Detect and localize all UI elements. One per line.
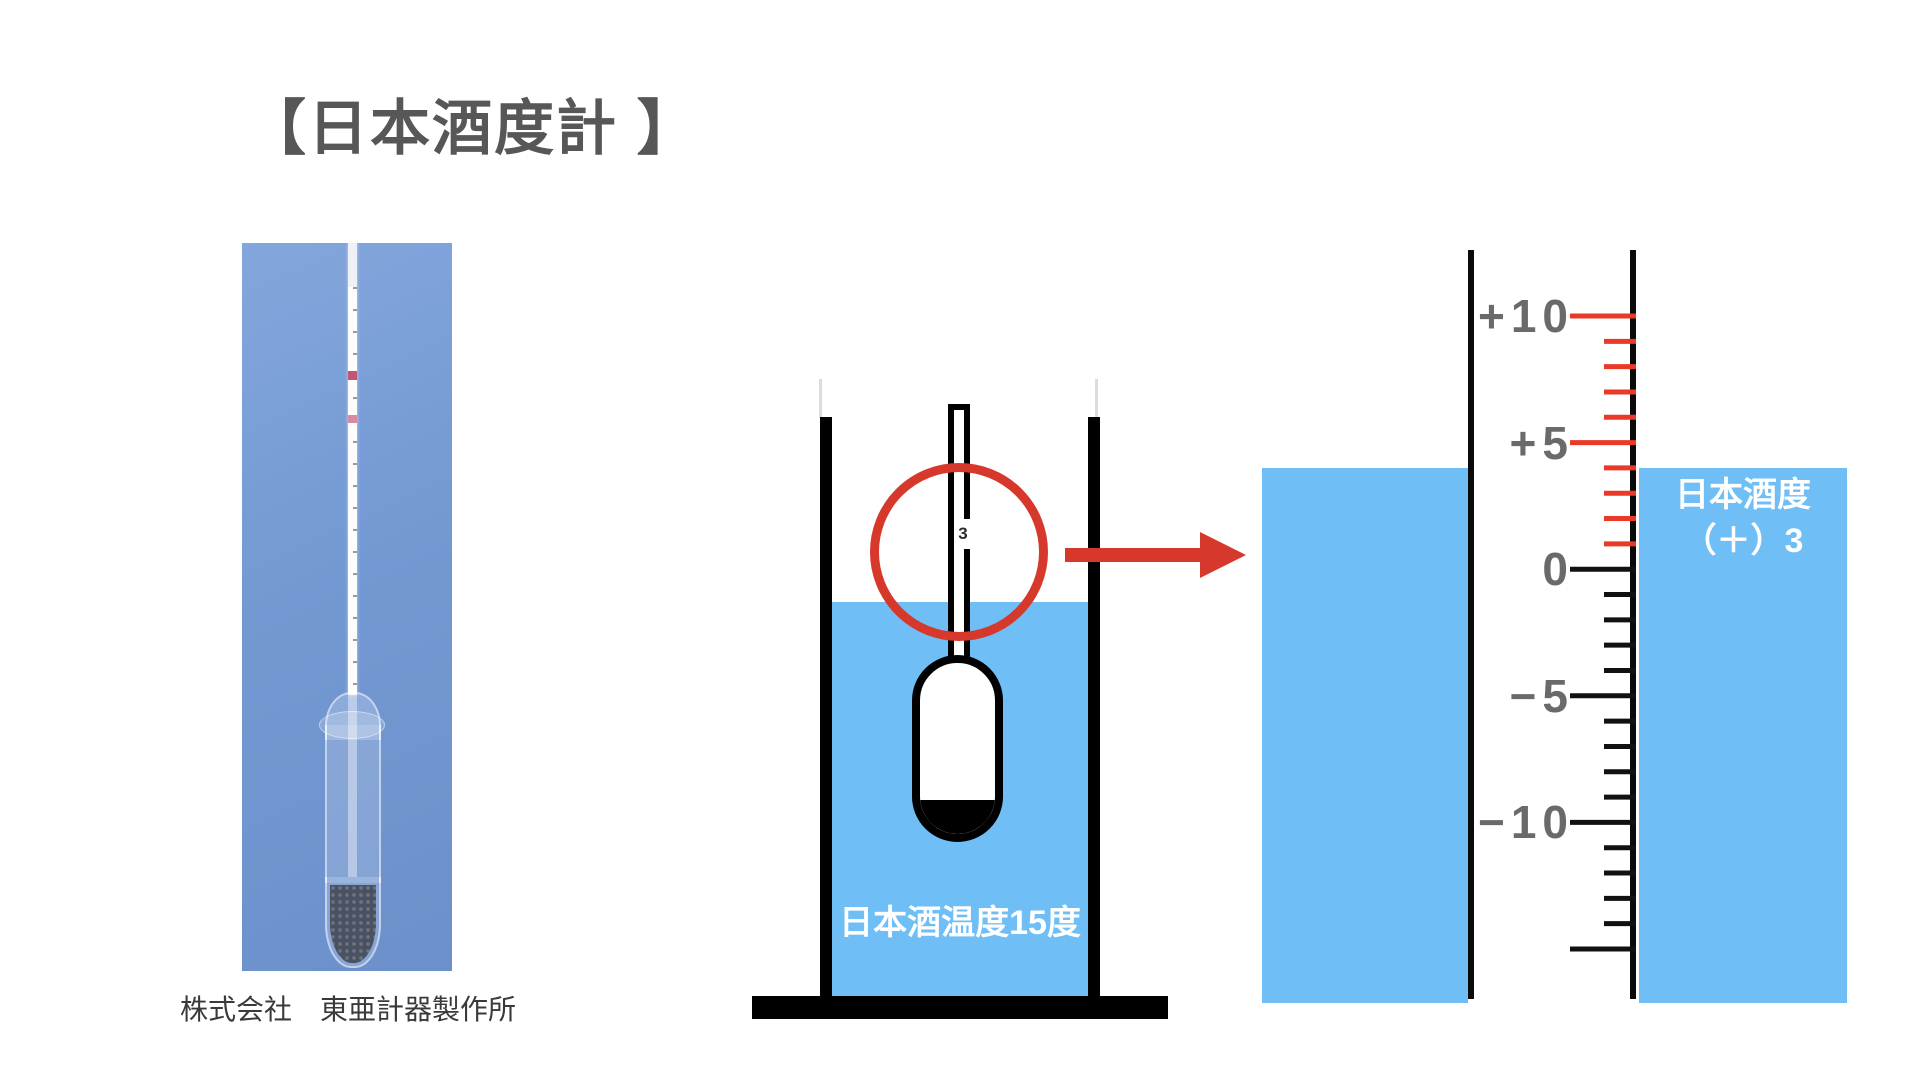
photo-caption: 株式会社 東亜計器製作所: [179, 994, 516, 1025]
hydrometer-bulb-ring: [319, 711, 385, 739]
diagram-hydrometer-bulb: [912, 655, 1003, 842]
magnified-liquid-right: [1639, 468, 1847, 1003]
magnified-liquid-left: [1262, 468, 1468, 1003]
beaker-rim-left: [819, 379, 822, 418]
hydrometer-shot-pellets: [330, 885, 376, 963]
page-title: 【日本酒度計 】: [246, 95, 699, 162]
scale-numbers: +10 +5 0 −5 −10: [1420, 240, 1578, 1020]
reading-label-line1: 日本酒度: [1675, 476, 1811, 514]
hydrometer-scale-ticks: [353, 287, 357, 693]
scale-ticks: [1570, 313, 1636, 952]
magnified-stem-right-edge: [1630, 250, 1636, 999]
beaker-base: [752, 996, 1168, 1019]
scale-number: −10: [1477, 796, 1574, 849]
magnifier-circle: [870, 463, 1048, 641]
scale-number: −5: [1509, 669, 1574, 722]
magnified-stem-left-edge: [1468, 250, 1474, 999]
zoom-arrow-head: [1200, 532, 1246, 578]
hydrometer-stem: [348, 243, 357, 695]
scale-number: +5: [1509, 416, 1574, 469]
hydrometer-photo: [242, 243, 452, 971]
scale-number: 0: [1542, 543, 1574, 596]
reading-label-line2: （＋）3: [1682, 522, 1804, 560]
scale-number: +10: [1477, 290, 1574, 342]
beaker-wall-left: [820, 417, 832, 996]
sake-meter-reading-label: 日本酒度 （＋）3: [1639, 472, 1847, 564]
hydrometer-scale-paper: [348, 287, 357, 693]
zoom-arrow-shaft: [1065, 548, 1205, 562]
hydrometer-bulb-body: [325, 725, 381, 883]
beaker-temperature-label: 日本酒温度15度: [839, 904, 1081, 942]
hydrometer-red-band: [348, 371, 357, 380]
hydrometer-inner-tube: [348, 692, 357, 877]
hydrometer-ballast-ball: [325, 877, 381, 968]
hydrometer-pink-band: [348, 415, 357, 423]
beaker-rim-right: [1095, 379, 1098, 418]
diagram-bulb-ballast: [920, 800, 995, 834]
